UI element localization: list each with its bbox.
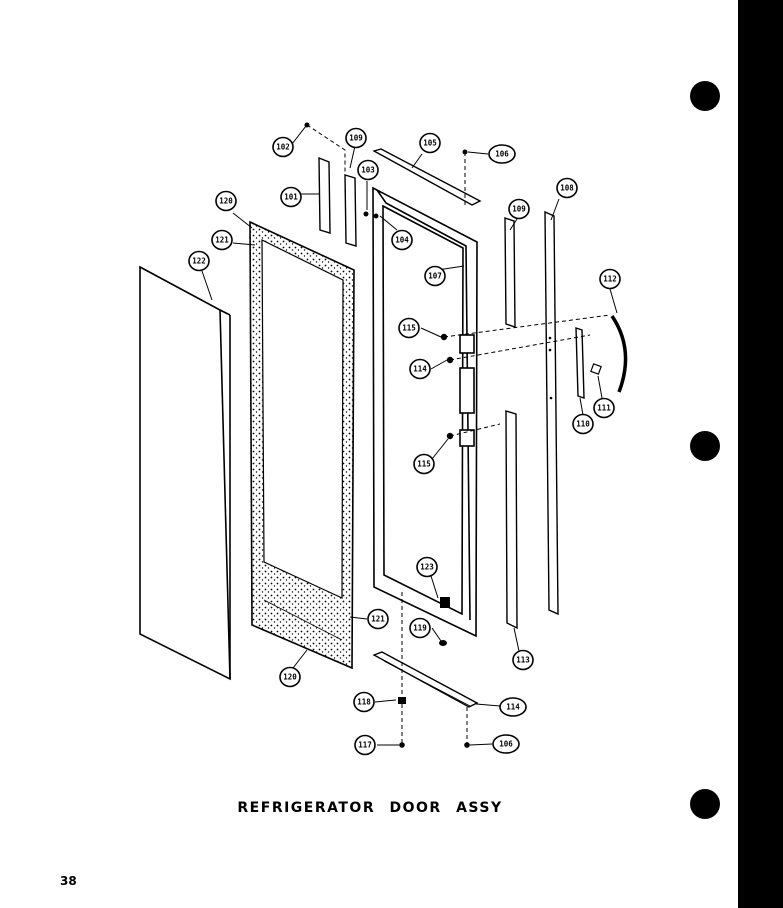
callout-115-upper: 115 [398,317,420,339]
callout-120-bottom: 120 [279,666,301,688]
callout-101-label: 101 [284,193,298,202]
callout-117: 117 [354,734,376,756]
leader-lines [201,125,618,746]
callout-113-label: 113 [516,656,530,665]
callout-112: 112 [599,268,621,290]
callout-105-label: 105 [423,139,437,148]
callout-108: 108 [556,177,578,199]
punch-hole-middle [690,431,720,461]
callout-123: 123 [416,556,438,578]
callout-118: 118 [353,691,375,713]
callout-106-bottom: 106 [492,734,520,754]
callout-106-top-label: 106 [495,150,509,159]
callout-101: 101 [280,186,302,208]
callout-121-top-label: 121 [215,236,229,245]
callout-119: 119 [409,617,431,639]
assembly-lines [306,124,611,745]
callout-107: 107 [424,265,446,287]
strip-109 [504,217,516,328]
door-gasket [249,220,355,670]
callout-104-label: 104 [395,236,409,245]
door-liner-frame [372,186,478,638]
callout-111: 111 [593,397,615,419]
exploded-diagram: 102 101 109 103 105 106 104 107 109 108 … [139,122,628,756]
top-cap [372,148,482,206]
handle-rail-108 [544,210,559,616]
callout-103-label: 103 [361,166,375,175]
callout-113: 113 [512,649,534,671]
callout-109-label: 109 [512,205,526,214]
callout-110-label: 110 [576,420,590,429]
outer-door-panel [139,265,231,681]
handle-bracket-110 [575,327,585,399]
callout-121-top: 121 [211,229,233,251]
callout-118-label: 118 [357,698,371,707]
callout-122: 122 [188,250,210,272]
punch-hole-bottom [690,789,720,819]
callout-120-top-label: 120 [219,197,233,206]
callout-103: 103 [357,159,379,181]
callout-121-bottom: 121 [367,608,389,630]
callout-109-top: 109 [345,127,367,149]
callout-120-bottom-label: 120 [283,673,297,682]
callout-107-label: 107 [428,272,442,281]
callout-112-label: 112 [603,275,617,284]
callout-122-label: 122 [192,257,206,266]
callout-117-label: 117 [358,741,372,750]
callout-123-label: 123 [420,563,434,572]
callout-114-lower: 114 [499,697,527,717]
callout-115-lower: 115 [413,453,435,475]
callout-109-top-label: 109 [349,134,363,143]
page-number: 38 [60,874,77,888]
callout-105: 105 [419,132,441,154]
callout-106-bottom-label: 106 [499,740,513,749]
callout-111-label: 111 [597,404,611,413]
callout-110: 110 [572,413,594,435]
callout-119-label: 119 [413,624,427,633]
callout-114-upper-label: 114 [413,365,427,374]
callout-115-lower-label: 115 [417,460,431,469]
punch-hole-top [690,81,720,111]
diagram-title: REFRIGERATOR DOOR ASSY [237,800,503,816]
rail-holes [548,336,553,400]
callout-108-label: 108 [560,184,574,193]
strip-113 [505,410,518,630]
callout-120-top: 120 [215,190,237,212]
bottom-hinge-plate [372,651,479,708]
bracket-103 [344,174,357,247]
callout-106-top: 106 [488,144,516,164]
binding-strip [738,0,783,908]
callout-115-upper-label: 115 [402,324,416,333]
callout-114-lower-label: 114 [506,703,520,712]
door-handle-112 [610,315,628,393]
callout-102: 102 [272,136,294,158]
handle-clip-111 [590,363,602,375]
callout-109: 109 [508,198,530,220]
callout-104: 104 [391,229,413,251]
callout-102-label: 102 [276,143,290,152]
callout-114-upper: 114 [409,358,431,380]
bracket-101 [318,156,331,234]
callout-121-bottom-label: 121 [371,615,385,624]
